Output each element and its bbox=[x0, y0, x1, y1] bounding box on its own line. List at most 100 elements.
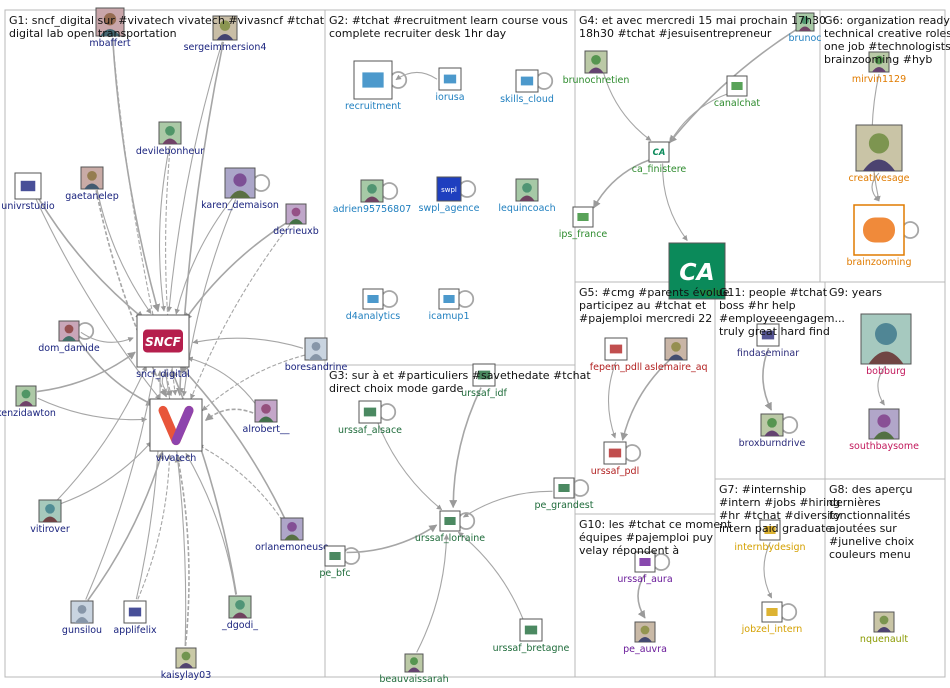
beauvaissarah-node[interactable]: beauvaissarah bbox=[379, 653, 449, 685]
ca-logo-icon: CA bbox=[648, 141, 670, 163]
devilebonheur-node[interactable]: devilebonheur bbox=[136, 121, 204, 157]
group-title-g3-line: G3: sur à et #particuliers #savethedate … bbox=[329, 369, 591, 382]
lequincoach-node[interactable]: lequincoach bbox=[498, 178, 556, 214]
pe_auvra-node[interactable]: pe_auvra bbox=[623, 621, 667, 655]
urssaf_lorraine-node[interactable]: urssaf_lorraine bbox=[415, 510, 485, 544]
pe_grandest-node[interactable]: pe_grandest bbox=[535, 477, 594, 511]
fepem_pdll-node[interactable]: fepem_pdll bbox=[590, 337, 642, 373]
urssaf-logo-icon bbox=[472, 363, 496, 387]
orlanemoneuse-node[interactable]: orlanemoneuse bbox=[255, 517, 329, 553]
vivatech-logo-icon bbox=[149, 398, 203, 452]
node-label-mirvin1129: mirvin1129 bbox=[852, 74, 906, 85]
icamup1-node[interactable]: icamup1 bbox=[428, 288, 470, 322]
brainzooming-node[interactable]: brainzooming bbox=[847, 204, 912, 268]
internbydesign-node[interactable]: internbydesign bbox=[734, 519, 806, 553]
findaseminar-node[interactable]: findaseminar bbox=[737, 323, 799, 359]
urssaf_pdl-node[interactable]: urssaf_pdl bbox=[591, 441, 639, 477]
node-label-d4analytics: d4analytics bbox=[346, 311, 401, 322]
self-loop-skills_cloud bbox=[537, 72, 554, 90]
default-avatar-icon bbox=[70, 600, 94, 624]
mbaffert-node[interactable]: mbaffert bbox=[89, 7, 131, 49]
brunochretien-node[interactable]: brunochretien bbox=[563, 50, 630, 86]
node-label-bobburg: bobburg bbox=[866, 366, 906, 377]
iorusa-node[interactable]: iorusa bbox=[435, 67, 465, 103]
node-label-adrien95756807: adrien95756807 bbox=[333, 204, 412, 215]
creativesage-node[interactable]: creativesage bbox=[848, 124, 910, 184]
photo-avatar-icon bbox=[634, 621, 656, 643]
gunsilou-node[interactable]: gunsilou bbox=[62, 600, 102, 636]
d4analytics-node[interactable]: d4analytics bbox=[346, 288, 401, 322]
recruitment-node[interactable]: recruitment bbox=[345, 60, 401, 112]
photo-avatar-icon bbox=[95, 7, 125, 37]
node-label-skills_cloud: skills_cloud bbox=[500, 94, 554, 105]
aslemaire_aq-node[interactable]: aslemaire_aq bbox=[644, 337, 708, 373]
southbaysome-node[interactable]: southbaysome bbox=[849, 408, 919, 452]
karen_demaison-node[interactable]: karen_demaison bbox=[201, 167, 279, 211]
pe-logo-icon bbox=[553, 477, 575, 499]
ior-logo-icon bbox=[438, 67, 462, 91]
ips_france-node[interactable]: ips_france bbox=[559, 206, 608, 240]
group-box-g4 bbox=[574, 9, 821, 283]
urssaf-logo-icon bbox=[439, 510, 461, 532]
brunoc-node[interactable]: brunoc bbox=[788, 12, 822, 44]
kaisylay03-node[interactable]: kaisylay03 bbox=[161, 647, 212, 681]
edge-aslemaire_aq-urssaf_pdl bbox=[620, 359, 670, 441]
node-label-swpl_agence: swpl_agence bbox=[419, 203, 480, 214]
sergeimmersion4-node[interactable]: sergeimmersion4 bbox=[184, 15, 267, 53]
node-label-urssaf_pdl: urssaf_pdl bbox=[591, 466, 639, 477]
jobzel-logo-icon bbox=[761, 601, 783, 623]
broxburndrive-node[interactable]: broxburndrive bbox=[739, 413, 806, 449]
group-title-g5-line: G5: #cmg #parents évolue bbox=[579, 286, 730, 299]
bobburg-node[interactable]: bobburg bbox=[860, 313, 912, 377]
_dgodi_-node[interactable]: _dgodi_ bbox=[221, 595, 258, 631]
pe-logo-icon bbox=[324, 545, 346, 567]
group-title-g7-line: G7: #internship bbox=[719, 483, 806, 496]
edge-alrobert__-vivatech bbox=[205, 408, 254, 422]
photo-avatar-icon bbox=[760, 413, 784, 437]
mirvin1129-node[interactable]: mirvin1129 bbox=[852, 51, 906, 85]
univrstudio-node[interactable]: univrstudio bbox=[1, 172, 55, 212]
edge-derrieuxb-vivatech bbox=[190, 224, 291, 400]
jobzel_intern-node[interactable]: jobzel_intern bbox=[741, 601, 803, 635]
group-title-g7-line: #intern #jobs #hiring bbox=[719, 496, 840, 509]
kenzidawton-node[interactable]: kenzidawton bbox=[0, 385, 56, 419]
urssaf_alsace-node[interactable]: urssaf_alsace bbox=[338, 400, 402, 436]
swpl-logo-icon: swpl bbox=[436, 176, 462, 202]
skills_cloud-node[interactable]: skills_cloud bbox=[500, 69, 554, 105]
derrieuxb-node[interactable]: derrieuxb bbox=[273, 203, 319, 237]
alrobert__-node[interactable]: alrobert__ bbox=[243, 399, 290, 435]
vitirover-node[interactable]: vitirover bbox=[30, 499, 70, 535]
group-title-g6-line: G6: organization ready bbox=[824, 14, 950, 27]
edge-internbydesign-jobzel_intern bbox=[763, 541, 773, 599]
urssaf_aura-node[interactable]: urssaf_aura bbox=[617, 551, 673, 585]
applifelix-node[interactable]: applifelix bbox=[113, 600, 157, 636]
node-label-kaisylay03: kaisylay03 bbox=[161, 670, 212, 681]
group-title-g8-line: ajoutées sur bbox=[829, 522, 897, 535]
seminar-logo-icon bbox=[756, 323, 780, 347]
edge-mbaffert-sncf_digital bbox=[111, 37, 161, 313]
nquenault-node[interactable]: nquenault bbox=[860, 611, 908, 645]
group-title-g8-line: G8: des aperçu bbox=[829, 483, 913, 496]
boresandrine-node[interactable]: boresandrine bbox=[285, 337, 348, 373]
adrien95756807-node[interactable]: adrien95756807 bbox=[333, 179, 412, 215]
edge-creativesage-brainzooming bbox=[871, 172, 880, 202]
edge-ca_finistere-agric bbox=[662, 163, 688, 241]
dom_damide-node[interactable]: dom_damide bbox=[38, 320, 100, 354]
gaetanelep-node[interactable]: gaetanelep bbox=[65, 166, 119, 202]
vivatech-node[interactable]: vivatech bbox=[149, 398, 203, 464]
photo-avatar-icon bbox=[224, 167, 256, 199]
urssaf-logo-icon bbox=[634, 551, 656, 573]
urssaf_idf-node[interactable]: urssaf_idf bbox=[461, 363, 508, 399]
pe_bfc-node[interactable]: pe_bfc bbox=[319, 545, 351, 579]
edge-orlanemoneuse-sncf_digital bbox=[179, 365, 286, 519]
node-label-jobzel_intern: jobzel_intern bbox=[741, 624, 803, 635]
edge-vitirover-vivatech bbox=[60, 441, 152, 505]
photo-avatar-icon bbox=[158, 121, 182, 145]
urssaf_bretagne-node[interactable]: urssaf_bretagne bbox=[493, 618, 570, 654]
sncf-logo-icon: SNCF bbox=[136, 314, 190, 368]
canalchat-node[interactable]: canalchat bbox=[714, 75, 761, 109]
